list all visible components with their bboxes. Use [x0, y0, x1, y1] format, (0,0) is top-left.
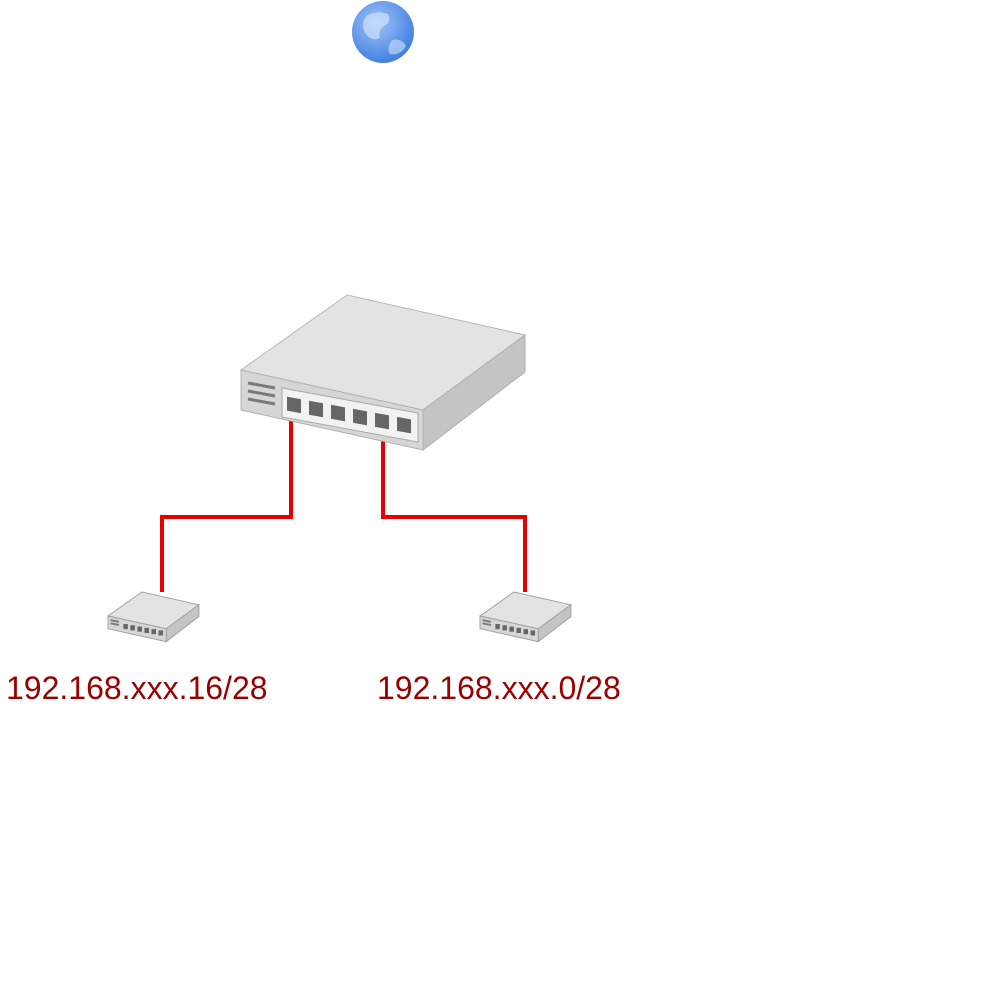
right-switch-icon: [478, 591, 573, 643]
core-switch-ports: [287, 396, 411, 434]
left-switch-icon: [106, 591, 201, 643]
link-core-to-left-switch: [160, 400, 293, 592]
link-core-to-right-switch: [381, 420, 527, 592]
core-switch-icon: [239, 294, 527, 452]
globe-icon: [352, 1, 414, 63]
left-subnet-label: 192.168.xxx.16/28: [6, 670, 268, 706]
right-subnet-label: 192.168.xxx.0/28: [377, 670, 621, 706]
